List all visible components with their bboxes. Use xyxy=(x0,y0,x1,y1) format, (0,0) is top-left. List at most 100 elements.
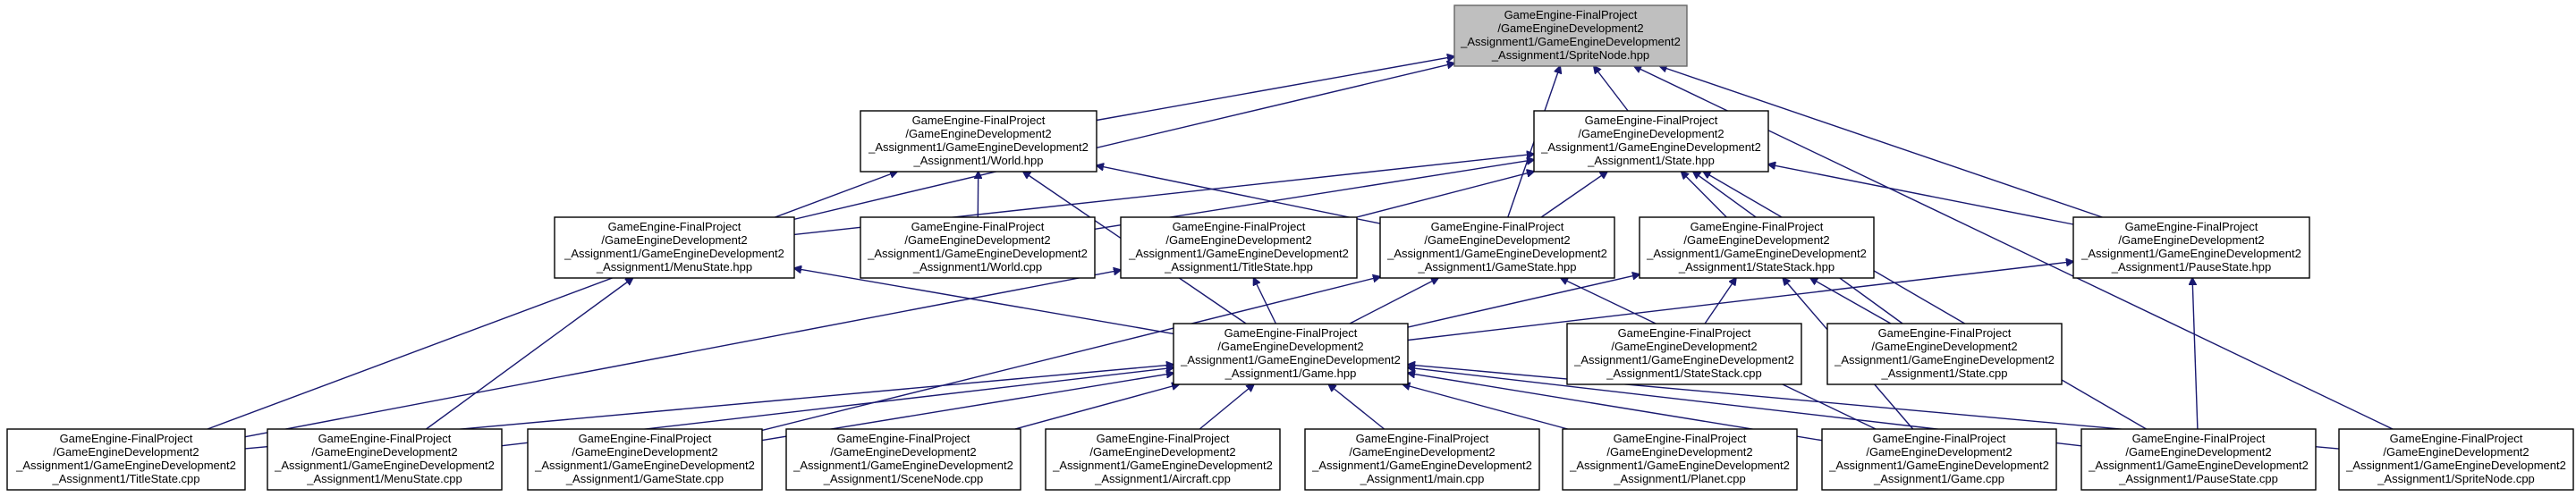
edge-titlestate_cpp-to-world_hpp xyxy=(207,172,897,430)
node-box[interactable] xyxy=(2338,428,2574,491)
node-box[interactable] xyxy=(2080,428,2317,491)
edge-game_hpp-to-menustate_hpp xyxy=(794,268,1174,335)
node-spritenode-cpp[interactable]: GameEngine-FinalProject/GameEngineDevelo… xyxy=(2338,428,2574,491)
node-label-line: GameEngine-FinalProject xyxy=(1690,220,1824,233)
edge-statestack_cpp-to-statestack_hpp xyxy=(1704,278,1736,324)
node-state-cpp[interactable]: GameEngine-FinalProject/GameEngineDevelo… xyxy=(1826,323,2063,385)
node-label-line: GameEngine-FinalProject xyxy=(1097,432,1230,445)
node-label-line: /GameEngineDevelopment2 xyxy=(1165,233,1311,247)
node-label-line: /GameEngineDevelopment2 xyxy=(601,233,747,247)
node-box[interactable] xyxy=(1304,428,1540,491)
node-label-line: _Assignment1/GameEngineDevelopment2 xyxy=(1646,247,1867,260)
node-label-line: _Assignment1/GameEngineDevelopment2 xyxy=(15,459,236,472)
node-box[interactable] xyxy=(1826,323,2063,385)
edge-world_hpp-to-spritenode_hpp xyxy=(1096,56,1454,122)
node-label-line: _Assignment1/GameEngineDevelopment2 xyxy=(2080,247,2301,260)
node-box[interactable] xyxy=(860,110,1097,173)
node-menustate-cpp[interactable]: GameEngine-FinalProject/GameEngineDevelo… xyxy=(267,428,503,491)
node-box[interactable] xyxy=(1120,216,1358,279)
node-box[interactable] xyxy=(860,216,1096,279)
node-label-line: /GameEngineDevelopment2 xyxy=(1217,340,1363,353)
node-label-line: /GameEngineDevelopment2 xyxy=(1611,340,1757,353)
node-label-line: _Assignment1/Game.cpp xyxy=(1873,472,2004,485)
node-statestack-cpp[interactable]: GameEngine-FinalProject/GameEngineDevelo… xyxy=(1566,323,1802,385)
node-pausestate-hpp[interactable]: GameEngine-FinalProject/GameEngineDevelo… xyxy=(2072,216,2310,279)
node-state-hpp[interactable]: GameEngine-FinalProject/GameEngineDevelo… xyxy=(1533,110,1769,173)
node-label-line: /GameEngineDevelopment2 xyxy=(311,445,457,459)
node-label-line: _Assignment1/PauseState.hpp xyxy=(2111,260,2272,274)
node-label-line: _Assignment1/StateStack.hpp xyxy=(1678,260,1835,274)
node-label-line: /GameEngineDevelopment2 xyxy=(1424,233,1570,247)
node-pausestate-cpp[interactable]: GameEngine-FinalProject/GameEngineDevelo… xyxy=(2080,428,2317,491)
node-label-line: GameEngine-FinalProject xyxy=(2390,432,2523,445)
node-label-line: _Assignment1/TitleState.hpp xyxy=(1164,260,1313,274)
node-game-cpp[interactable]: GameEngine-FinalProject/GameEngineDevelo… xyxy=(1821,428,2057,491)
node-label-line: _Assignment1/GameEngineDevelopment2 xyxy=(1052,459,1273,472)
node-label-line: GameEngine-FinalProject xyxy=(912,114,1046,127)
edge-gamestate_hpp-to-world_hpp xyxy=(1097,165,1381,224)
node-box[interactable] xyxy=(1533,110,1769,173)
node-box[interactable] xyxy=(1639,216,1875,279)
node-box[interactable] xyxy=(1562,428,1798,491)
node-box[interactable] xyxy=(1379,216,1615,279)
node-titlestate-cpp[interactable]: GameEngine-FinalProject/GameEngineDevelo… xyxy=(6,428,246,491)
node-label-line: _Assignment1/World.cpp xyxy=(912,260,1042,274)
node-world-hpp[interactable]: GameEngine-FinalProject/GameEngineDevelo… xyxy=(860,110,1097,173)
node-label-line: GameEngine-FinalProject xyxy=(318,432,452,445)
node-box[interactable] xyxy=(1453,4,1688,67)
node-box[interactable] xyxy=(554,216,795,279)
node-spritenode-hpp[interactable]: GameEngine-FinalProject/GameEngineDevelo… xyxy=(1453,4,1688,67)
nodes-layer: GameEngine-FinalProject/GameEngineDevelo… xyxy=(6,4,2574,491)
node-box[interactable] xyxy=(6,428,246,491)
node-label-line: /GameEngineDevelopment2 xyxy=(2118,233,2264,247)
node-label-line: /GameEngineDevelopment2 xyxy=(1497,21,1643,35)
node-label-line: _Assignment1/GameEngineDevelopment2 xyxy=(1128,247,1349,260)
node-box[interactable] xyxy=(527,428,763,491)
node-label-line: GameEngine-FinalProject xyxy=(1614,432,1747,445)
node-statestack-hpp[interactable]: GameEngine-FinalProject/GameEngineDevelo… xyxy=(1639,216,1875,279)
node-box[interactable] xyxy=(1821,428,2057,491)
edge-game_hpp-to-pausestate_hpp xyxy=(1407,262,2073,341)
node-box[interactable] xyxy=(1045,428,1281,491)
node-titlestate-hpp[interactable]: GameEngine-FinalProject/GameEngineDevelo… xyxy=(1120,216,1358,279)
node-label-line: _Assignment1/Game.hpp xyxy=(1224,366,1357,380)
node-label-line: /GameEngineDevelopment2 xyxy=(1349,445,1495,459)
edge-main_cpp-to-game_hpp xyxy=(1328,384,1385,430)
node-label-line: _Assignment1/State.hpp xyxy=(1587,154,1715,167)
node-planet-cpp[interactable]: GameEngine-FinalProject/GameEngineDevelo… xyxy=(1562,428,1798,491)
node-label-line: /GameEngineDevelopment2 xyxy=(904,233,1050,247)
node-world-cpp[interactable]: GameEngine-FinalProject/GameEngineDevelo… xyxy=(860,216,1096,279)
node-label-line: _Assignment1/PauseState.cpp xyxy=(2118,472,2278,485)
node-label-line: _Assignment1/GameEngineDevelopment2 xyxy=(1460,35,1681,48)
node-gamestate-hpp[interactable]: GameEngine-FinalProject/GameEngineDevelo… xyxy=(1379,216,1615,279)
node-label-line: /GameEngineDevelopment2 xyxy=(905,127,1051,140)
node-label-line: _Assignment1/TitleState.cpp xyxy=(52,472,200,485)
node-aircraft-cpp[interactable]: GameEngine-FinalProject/GameEngineDevelo… xyxy=(1045,428,1281,491)
node-box[interactable] xyxy=(785,428,1021,491)
node-box[interactable] xyxy=(1566,323,1802,385)
node-main-cpp[interactable]: GameEngine-FinalProject/GameEngineDevelo… xyxy=(1304,428,1540,491)
node-label-line: GameEngine-FinalProject xyxy=(579,432,712,445)
node-gamestate-cpp[interactable]: GameEngine-FinalProject/GameEngineDevelo… xyxy=(527,428,763,491)
node-game-hpp[interactable]: GameEngine-FinalProject/GameEngineDevelo… xyxy=(1173,323,1409,385)
node-box[interactable] xyxy=(267,428,503,491)
node-box[interactable] xyxy=(2072,216,2310,279)
node-label-line: _Assignment1/Planet.cpp xyxy=(1613,472,1745,485)
node-label-line: /GameEngineDevelopment2 xyxy=(1866,445,2012,459)
node-box[interactable] xyxy=(1173,323,1409,385)
edge-game_hpp-to-statestack_hpp xyxy=(1407,274,1640,328)
node-label-line: _Assignment1/GameEngineDevelopment2 xyxy=(868,140,1089,154)
node-label-line: _Assignment1/GameEngineDevelopment2 xyxy=(1573,353,1794,366)
node-menustate-hpp[interactable]: GameEngine-FinalProject/GameEngineDevelo… xyxy=(554,216,795,279)
node-label-line: /GameEngineDevelopment2 xyxy=(1089,445,1235,459)
node-label-line: /GameEngineDevelopment2 xyxy=(1871,340,2017,353)
node-label-line: /GameEngineDevelopment2 xyxy=(2125,445,2271,459)
node-label-line: _Assignment1/GameEngineDevelopment2 xyxy=(274,459,495,472)
edge-pausestate_cpp-to-state_hpp xyxy=(1703,172,2147,430)
node-label-line: _Assignment1/GameEngineDevelopment2 xyxy=(1828,459,2049,472)
node-scenenode-cpp[interactable]: GameEngine-FinalProject/GameEngineDevelo… xyxy=(785,428,1021,491)
node-label-line: _Assignment1/StateStack.cpp xyxy=(1606,366,1761,380)
node-label-line: _Assignment1/MenuState.hpp xyxy=(596,260,752,274)
edge-state_cpp-to-statestack_hpp xyxy=(1810,278,1892,324)
edge-pausestate_hpp-to-spritenode_hpp xyxy=(1660,66,2103,218)
